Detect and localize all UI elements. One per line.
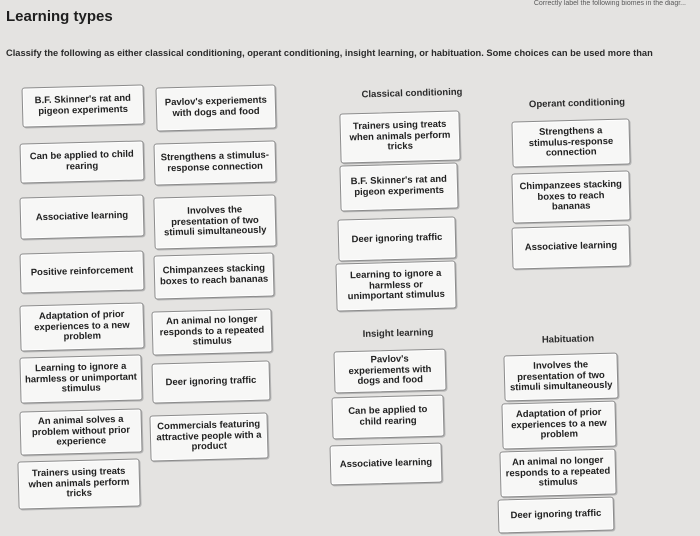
bank-card[interactable]: An animal no longer responds to a repeat… [151,308,273,356]
bank-card[interactable]: B.F. Skinner's rat and pigeon experiment… [21,84,145,128]
insight-heading: Insight learning [362,327,434,340]
operant-heading: Operant conditioning [528,96,626,111]
bank-card[interactable]: Adaptation of prior experiences to a new… [19,302,145,352]
bank-card[interactable]: An animal solves a problem without prior… [19,408,143,456]
habituation-card[interactable]: An animal no longer responds to a repeat… [499,448,617,498]
bank-card[interactable]: Can be applied to child rearing [19,140,145,184]
bank-card[interactable]: Associative learning [19,194,145,240]
bank-card[interactable]: Learning to ignore a harmless or unimpor… [19,354,143,404]
bank-card[interactable]: Involves the presentation of two stimuli… [153,194,277,250]
habituation-heading: Habituation [541,333,595,346]
instructions: Classify the following as either classic… [6,48,653,58]
classical-card[interactable]: Deer ignoring traffic [337,216,457,262]
bank-card[interactable]: Commercials featuring attractive people … [149,412,269,462]
operant-card[interactable]: Strengthens a stimulus-response connecti… [511,118,631,168]
bank-card[interactable]: Trainers using treats when animals perfo… [17,458,141,510]
bank-card[interactable]: Strengthens a stimulus-response connecti… [153,140,277,186]
bank-card[interactable]: Positive reinforcement [19,250,145,294]
top-note-text: Correctly label the following biomes in … [533,0,686,7]
classical-card[interactable]: Trainers using treats when animals perfo… [339,110,461,164]
page-title: Learning types [6,8,113,25]
insight-card[interactable]: Pavlov's experiements with dogs and food [333,348,447,394]
habituation-card[interactable]: Involves the presentation of two stimuli… [503,352,619,402]
operant-card[interactable]: Associative learning [511,224,631,270]
bank-card[interactable]: Chimpanzees stacking boxes to reach bana… [153,252,275,300]
insight-card[interactable]: Can be applied to child rearing [331,394,445,440]
classical-card[interactable]: B.F. Skinner's rat and pigeon experiment… [339,162,459,212]
classical-heading: Classical conditioning [361,86,463,101]
classical-card[interactable]: Learning to ignore a harmless or unimpor… [335,260,457,312]
habituation-card[interactable]: Adaptation of prior experiences to a new… [501,400,617,450]
habituation-card[interactable]: Deer ignoring traffic [497,496,615,534]
bank-card[interactable]: Deer ignoring traffic [151,360,271,404]
operant-card[interactable]: Chimpanzees stacking boxes to reach bana… [511,170,631,224]
bank-card[interactable]: Pavlov's experiements with dogs and food [155,84,277,132]
insight-card[interactable]: Associative learning [329,442,443,486]
